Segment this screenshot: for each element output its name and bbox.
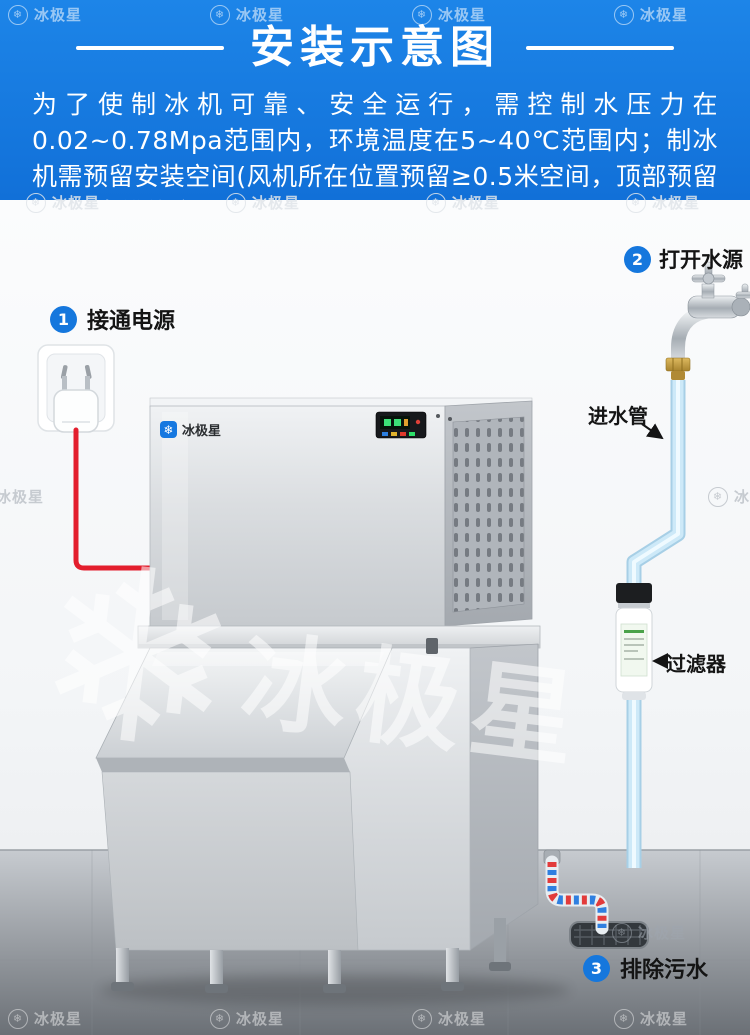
- illustration-stage: ❄ 冰极星: [0, 200, 750, 1035]
- machine-logo: ❄ 冰极星: [160, 421, 221, 439]
- faucet-handle-top: [691, 261, 726, 285]
- title-row: 安装示意图: [0, 0, 750, 75]
- step-3-label: 排除污水: [620, 958, 709, 983]
- header: 安装示意图 为了使制冰机可靠、安全运行，需控制水压力在0.02~0.78Mpa范…: [0, 0, 750, 227]
- door-latch: [426, 638, 438, 654]
- step-2-label: 打开水源: [659, 248, 743, 272]
- machine-logo-text: 冰极星: [182, 423, 221, 439]
- water-filter: [615, 583, 653, 700]
- step-3: 3 排除污水: [583, 952, 708, 984]
- title-line-right: [526, 46, 674, 51]
- step-1-label: 接通电源: [87, 309, 176, 334]
- machine-top-unit: ❄ 冰极星: [149, 397, 533, 627]
- bin-door: [95, 647, 393, 951]
- inlet-pipe-label: 进水管: [588, 404, 648, 428]
- water-inlet-pipe: [626, 380, 686, 868]
- floor-drain: [569, 921, 649, 949]
- step-3-number-badge: 3: [583, 954, 610, 982]
- power-outlet: [37, 344, 115, 433]
- faucet-handle-side: [735, 283, 750, 299]
- step-1: 1 接通电源: [50, 303, 175, 335]
- control-panel: [375, 411, 452, 439]
- step-1-number-badge: 1: [50, 305, 77, 333]
- drain-hose: [543, 849, 609, 935]
- faucet: [665, 261, 750, 380]
- page-title: 安装示意图: [250, 22, 500, 73]
- step-2-number-badge: 2: [624, 245, 651, 273]
- vent-grille: [452, 416, 525, 613]
- step-2: 2 打开水源: [624, 244, 743, 274]
- storage-bin: [95, 625, 541, 951]
- brass-fitting: [665, 357, 691, 380]
- installation-illustration: ❄ 冰极星: [0, 261, 750, 1035]
- machine-logo-snowflake-icon: ❄: [163, 423, 173, 437]
- power-cable: [73, 427, 155, 571]
- filter-label: 过滤器: [666, 652, 726, 676]
- machine-legs: [111, 918, 511, 993]
- title-line-left: [76, 46, 224, 51]
- inlet-pipe-arrow: [641, 423, 664, 440]
- ice-machine: ❄ 冰极星: [95, 397, 541, 993]
